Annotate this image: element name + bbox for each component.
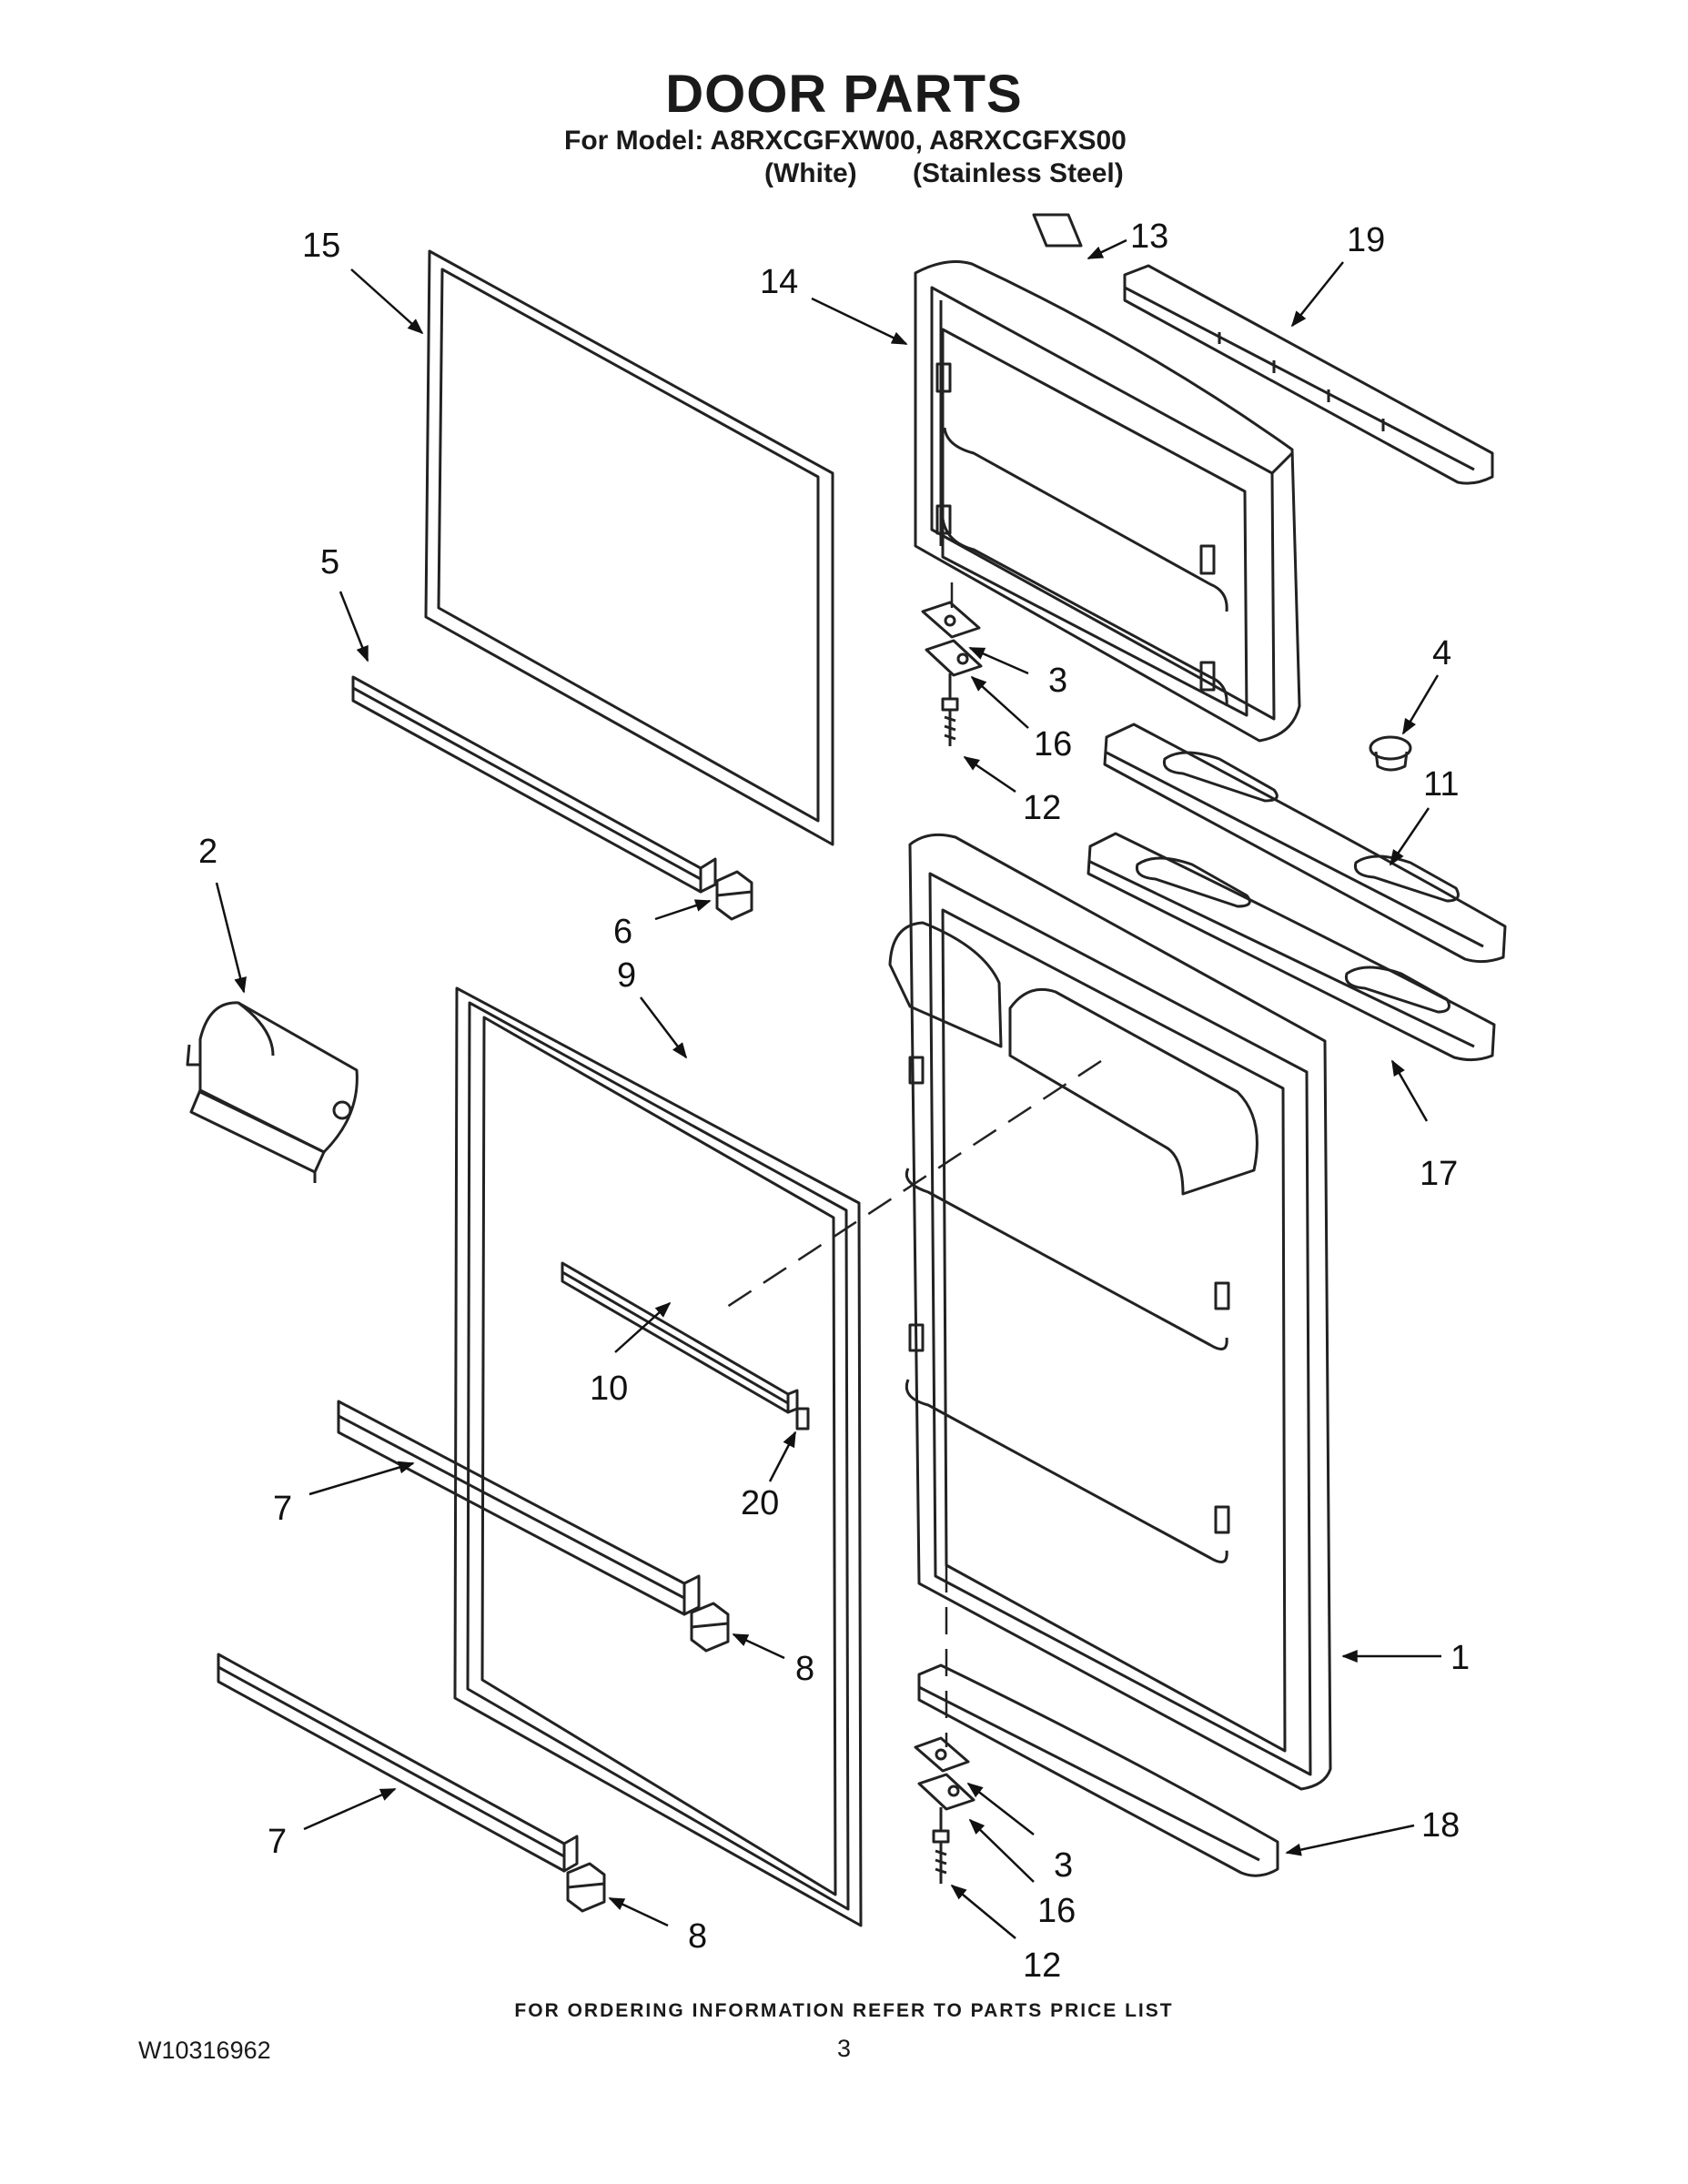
callout-labels: 15 14 13 19 5 3 16 12 4 11 2 6 9 17 10 2… <box>198 217 1470 1985</box>
callout-8-upper: 8 <box>795 1650 814 1688</box>
page-title: DOOR PARTS <box>665 65 1023 124</box>
callout-16-upper: 16 <box>1034 725 1072 763</box>
callout-10: 10 <box>590 1370 628 1408</box>
variant-stainless: (Stainless Steel) <box>913 158 1124 188</box>
part-7-door-bar-lower <box>217 1653 579 1873</box>
part-15-freezer-gasket <box>424 249 834 846</box>
part-14-freezer-door <box>914 260 1301 743</box>
part-5-freezer-shelf-bar <box>351 675 717 894</box>
callout-4: 4 <box>1432 634 1451 672</box>
callout-20: 20 <box>741 1484 779 1522</box>
callout-14: 14 <box>760 263 798 301</box>
part-7-door-bar-upper <box>337 1400 701 1616</box>
part-6-end-cap <box>715 870 753 921</box>
callout-12-lower: 12 <box>1023 1946 1061 1985</box>
part-17-handle-lower <box>1087 832 1496 1062</box>
part-18-bottom-trim <box>917 1663 1279 1877</box>
part-3-16-12-upper-hinge <box>921 601 983 746</box>
part-3-16-12-lower-hinge <box>914 1736 975 1884</box>
callout-7-upper: 7 <box>273 1490 292 1528</box>
assembly-lines <box>718 582 1102 1747</box>
callout-18: 18 <box>1421 1806 1460 1845</box>
callout-5: 5 <box>320 543 339 581</box>
callout-12-upper: 12 <box>1023 789 1061 827</box>
callout-17: 17 <box>1420 1155 1458 1193</box>
callout-2: 2 <box>198 833 217 871</box>
callout-1: 1 <box>1450 1639 1470 1677</box>
callout-16-lower: 16 <box>1037 1892 1076 1930</box>
model-line: For Model: A8RXCGFXW00, A8RXCGFXS00 <box>564 126 1127 156</box>
callout-3-upper: 3 <box>1048 662 1067 700</box>
part-4-plug <box>1369 735 1412 772</box>
callout-6: 6 <box>613 913 632 951</box>
ordering-note: FOR ORDERING INFORMATION REFER TO PARTS … <box>514 2000 1174 2021</box>
part-11-handle-upper <box>1103 723 1507 964</box>
variant-white: (White) <box>764 158 857 188</box>
callout-19: 19 <box>1347 221 1385 259</box>
part-9-fresh-food-gasket <box>453 986 863 1927</box>
callout-7-lower: 7 <box>268 1823 287 1861</box>
part-2-dairy-compartment <box>186 1001 359 1183</box>
callout-3-lower: 3 <box>1054 1846 1073 1885</box>
part-1-fresh-food-door <box>888 833 1332 1791</box>
part-20-clip <box>795 1407 810 1431</box>
part-13-label <box>1032 213 1083 248</box>
page-number: 3 <box>837 2035 852 2062</box>
callout-9: 9 <box>617 956 636 995</box>
leader-lines <box>215 238 1441 1939</box>
callout-15: 15 <box>302 227 340 265</box>
callout-11: 11 <box>1423 765 1459 804</box>
part-8-end-cap-upper <box>690 1602 730 1653</box>
part-8-end-cap-lower <box>566 1862 606 1913</box>
callout-8-lower: 8 <box>688 1917 707 1956</box>
part-19-freezer-door-trim <box>1123 264 1494 485</box>
document-number: W10316962 <box>138 2037 271 2064</box>
callout-13: 13 <box>1130 217 1168 256</box>
